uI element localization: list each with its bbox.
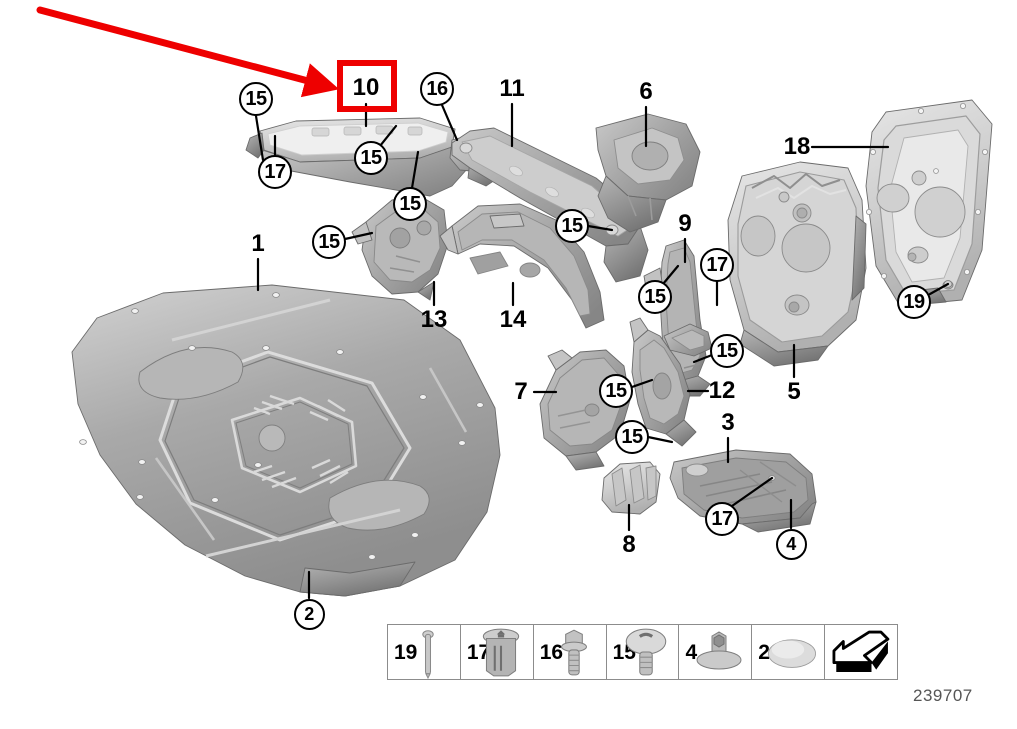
diagram-id-number: 239707	[913, 686, 973, 705]
callout-3-c3[interactable]: 3	[721, 409, 735, 436]
rivet-icon	[402, 625, 454, 679]
callout-5-c5[interactable]: 5	[787, 378, 801, 405]
part-small-bracket-upper	[663, 323, 713, 357]
callout-15-c15i[interactable]: 15	[615, 420, 649, 454]
legend-cell-4[interactable]: 4	[679, 625, 753, 679]
callout-17-c17b[interactable]: 17	[700, 248, 734, 282]
leader-line-19	[928, 282, 950, 296]
callout-6-c6[interactable]: 6	[639, 78, 653, 105]
callout-15-c15c[interactable]: 15	[393, 187, 427, 221]
legend-cell-17[interactable]: 17	[461, 625, 534, 679]
leader-line-15	[410, 150, 420, 190]
callout-15-c15g[interactable]: 15	[710, 334, 744, 368]
leader-line-17	[730, 476, 774, 508]
legend-number: 4	[685, 640, 698, 664]
part-12-bracket	[629, 317, 697, 447]
legend-cell-2[interactable]: 2	[752, 625, 826, 679]
callout-14-c14[interactable]: 14	[499, 306, 527, 333]
leader-line-15	[692, 353, 714, 364]
callout-17-c17c[interactable]: 17	[705, 502, 739, 536]
callout-12-c12[interactable]: 12	[708, 377, 736, 404]
callout-15-c15d[interactable]: 15	[555, 209, 589, 243]
callout-15-c15a[interactable]: 15	[239, 82, 273, 116]
legend-cell-15[interactable]: 15	[607, 625, 680, 679]
part-5-bulkhead-shield	[727, 161, 867, 367]
expansion-nut-icon	[475, 625, 527, 679]
callout-16-c16[interactable]: 16	[420, 72, 454, 106]
leader-line-15	[646, 435, 674, 444]
callout-2-c2[interactable]: 2	[293, 598, 325, 630]
callout-9-c9[interactable]: 9	[678, 210, 692, 237]
leader-line-15	[343, 231, 374, 241]
hex-bolt-icon	[548, 625, 600, 679]
legend-number: 19	[394, 640, 418, 664]
callout-11-c11[interactable]: 11	[499, 75, 525, 102]
callout-15-c15f[interactable]: 15	[638, 280, 672, 314]
leader-line-16	[440, 103, 459, 142]
part-11-cross-member	[451, 127, 649, 283]
legend-number: 17	[466, 640, 491, 664]
callout-1-c1[interactable]: 1	[251, 230, 265, 257]
callout-18-c18[interactable]: 18	[783, 133, 811, 160]
part-6-insulator	[595, 113, 701, 233]
part-8-ribbed-clip	[601, 461, 661, 515]
legend-number: 16	[539, 640, 564, 664]
annotation-arrow	[36, 6, 340, 98]
view-arrow-icon	[825, 625, 897, 679]
annotation-highlight-box	[337, 60, 397, 112]
leader-line-15	[630, 378, 654, 389]
dome-screw-icon	[620, 625, 672, 679]
callout-15-c15h[interactable]: 15	[599, 374, 633, 408]
legend-cell-19[interactable]: 19	[388, 625, 461, 679]
callout-15-c15e[interactable]: 15	[312, 225, 346, 259]
callout-8-c8[interactable]: 8	[622, 531, 636, 558]
legend-number: 2	[758, 640, 770, 664]
part-13-cast-bracket	[351, 195, 449, 301]
flange-nut-icon	[693, 625, 745, 679]
callout-4-c4[interactable]: 4	[775, 528, 807, 560]
leader-line-15	[586, 224, 614, 232]
part-1-underbody-shield	[71, 284, 501, 597]
callout-19-c19[interactable]: 19	[897, 285, 931, 319]
callout-17-c17a[interactable]: 17	[258, 155, 292, 189]
legend-cell-16[interactable]: 16	[534, 625, 607, 679]
callout-13-c13[interactable]: 13	[420, 306, 448, 333]
callout-10-c10[interactable]: 10	[352, 74, 380, 101]
leader-line-15	[661, 264, 680, 286]
legend-cell-view-arrow-icon[interactable]	[825, 625, 897, 679]
cap-plug-icon	[766, 625, 818, 679]
callout-7-c7[interactable]: 7	[514, 378, 528, 405]
leader-line-15	[254, 114, 265, 162]
part-18-right-shield	[865, 99, 993, 307]
leader-line-15	[378, 124, 398, 148]
callout-15-c15b[interactable]: 15	[354, 141, 388, 175]
